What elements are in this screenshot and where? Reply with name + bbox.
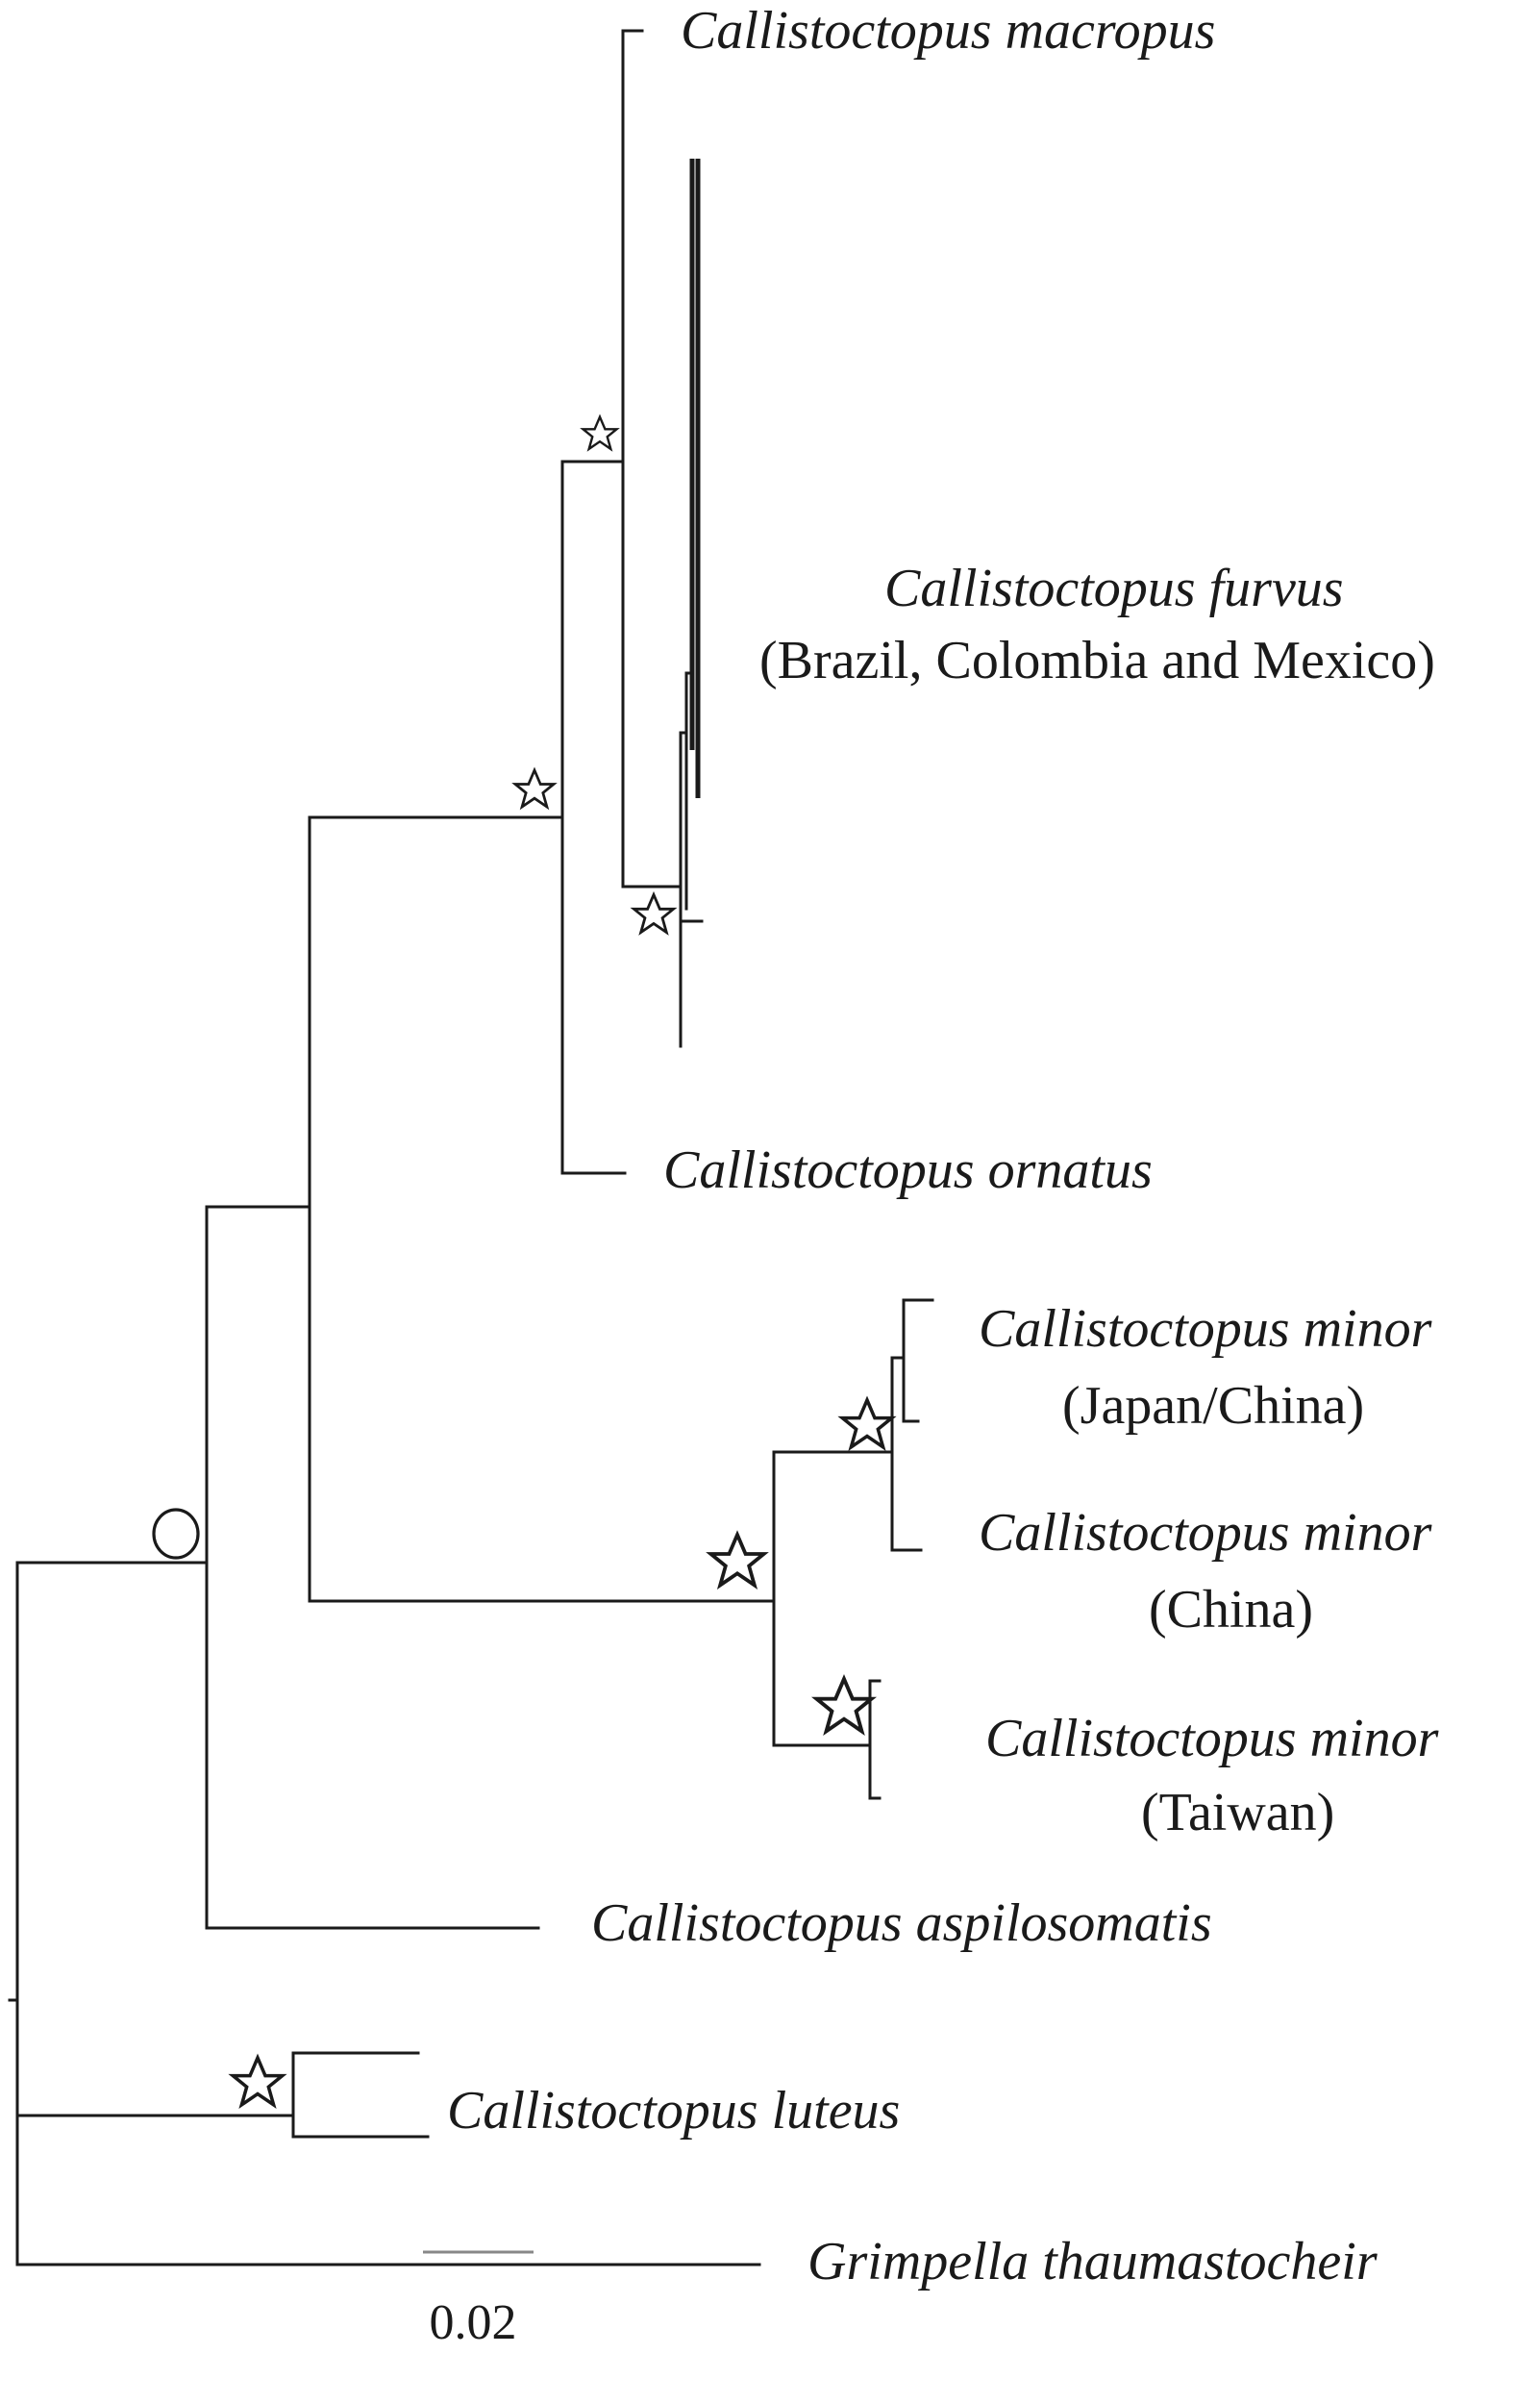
taxon-label-minor-japan: Callistoctopus minor <box>979 1299 1432 1359</box>
root-clade <box>8 1561 761 2266</box>
star-icon <box>708 1533 766 1588</box>
taxon-labels: Callistoctopus macropus Callistoctopus f… <box>447 1 1439 2291</box>
ingroup-clade <box>205 815 776 1930</box>
taxon-label-furvus: Callistoctopus furvus <box>884 559 1344 618</box>
star-icon <box>814 1677 874 1734</box>
star-icon <box>582 415 618 451</box>
taxon-label-luteus: Callistoctopus luteus <box>447 2081 900 2141</box>
upper-clade <box>308 29 683 1175</box>
scale-bar: 0.02 <box>423 2250 534 2350</box>
locality-label-minor-japan: (Japan/China) <box>1062 1376 1364 1436</box>
luteus-clade <box>15 2051 430 2139</box>
locality-label-furvus: (Brazil, Colombia and Mexico) <box>759 631 1435 690</box>
star-icon <box>231 2056 285 2107</box>
minor-clade <box>772 1298 934 1800</box>
locality-label-minor-taiwan: (Taiwan) <box>1141 1783 1334 1842</box>
taxon-label-grimpella: Grimpella thaumastocheir <box>807 2232 1378 2291</box>
taxon-label-ornatus: Callistoctopus ornatus <box>663 1140 1153 1200</box>
scale-bar-label: 0.02 <box>430 2295 517 2350</box>
taxon-label-macropus: Callistoctopus macropus <box>681 1 1215 61</box>
circle-icon <box>152 1508 200 1560</box>
furvus-clade <box>679 159 704 1048</box>
star-icon <box>513 768 556 809</box>
taxon-label-minor-taiwan: Callistoctopus minor <box>985 1709 1439 1768</box>
support-markers <box>152 415 894 2107</box>
taxon-label-aspilosomatis: Callistoctopus aspilosomatis <box>591 1893 1212 1953</box>
star-icon <box>633 892 675 934</box>
star-icon <box>840 1398 894 1449</box>
taxon-label-minor-china: Callistoctopus minor <box>979 1503 1432 1563</box>
locality-label-minor-china: (China) <box>1149 1580 1313 1640</box>
